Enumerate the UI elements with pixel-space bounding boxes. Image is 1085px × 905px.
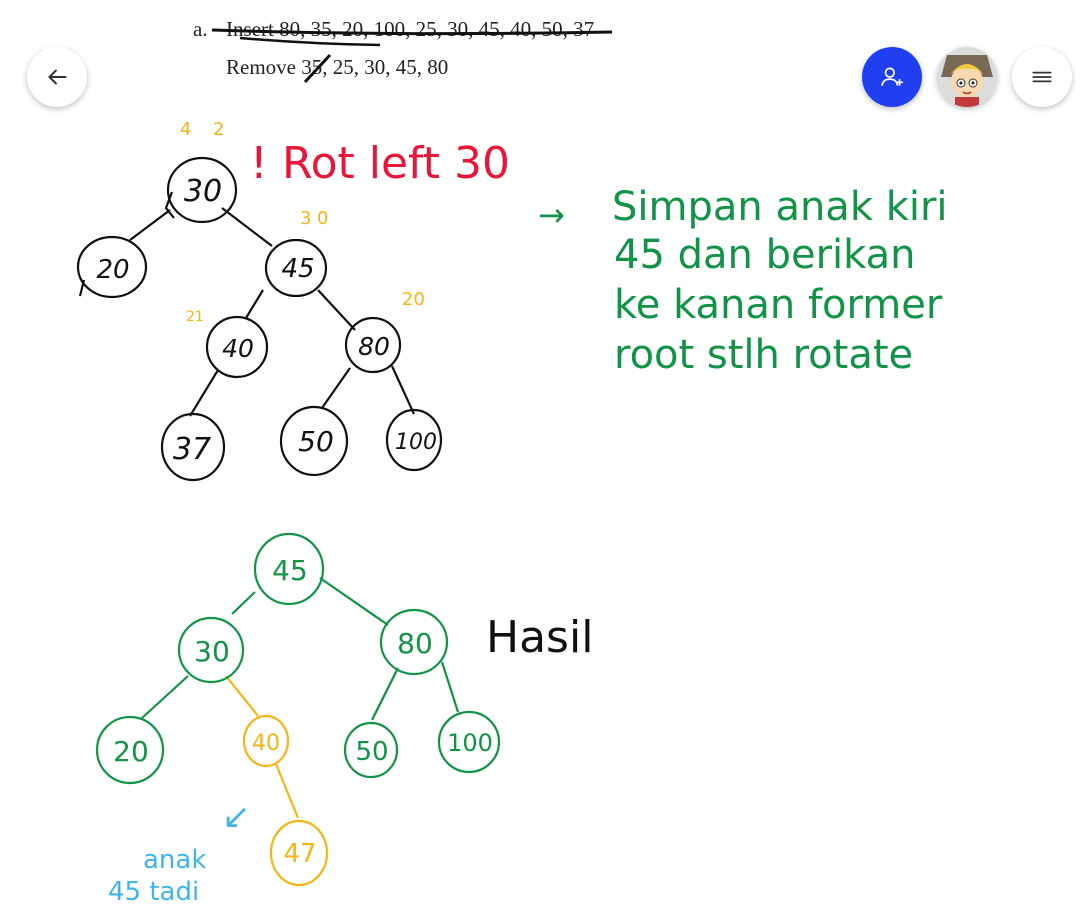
- strikethrough-underline: [239, 36, 381, 47]
- node-20-circle: [95, 715, 165, 785]
- explanation: → Simpan anak kiri 45 dan berikan ke kan…: [538, 184, 948, 378]
- node-30-label: 30: [184, 174, 222, 209]
- node-45-label: 45: [281, 254, 314, 284]
- node-30-circle: [177, 616, 245, 684]
- strikethrough-35: [303, 53, 332, 84]
- node-20-label: 20: [96, 255, 129, 285]
- height-note-2: 2: [213, 119, 224, 140]
- node-40-circle: [205, 315, 269, 379]
- edge-80-50: [321, 367, 351, 409]
- node-50-circle: [343, 721, 399, 779]
- question-item-letter: a.: [193, 17, 208, 41]
- insert-line: Insert 80, 35, 20, 100, 25, 30, 45, 40, …: [226, 17, 594, 41]
- printed-question: a. Insert 80, 35, 20, 100, 25, 30, 45, 4…: [193, 17, 613, 84]
- explanation-line-4: root stlh rotate: [614, 332, 913, 378]
- node-45-circle: [253, 532, 325, 606]
- result-label: Hasil: [486, 612, 593, 663]
- avatar[interactable]: [937, 47, 997, 107]
- node-37-circle: [160, 412, 226, 482]
- hamburger-menu-icon: [1032, 71, 1052, 83]
- edge-80-50: [371, 667, 399, 721]
- edge-30-40: [225, 675, 259, 717]
- tree-after: [95, 532, 501, 887]
- edge-80-100: [440, 661, 460, 713]
- avatar-illustration: [937, 47, 997, 107]
- node-47-circle: [269, 819, 329, 887]
- node-50-label: 50: [355, 737, 388, 767]
- height-notes: 4 2 3 0 21 20: [180, 119, 425, 325]
- height-note-3: 3: [300, 208, 311, 229]
- node-40-circle: [242, 714, 290, 768]
- rotation-text: Rot left 30: [282, 138, 510, 189]
- menu-button[interactable]: [1012, 47, 1072, 107]
- node-80-label: 80: [397, 627, 433, 660]
- edge-40-37: [189, 369, 219, 417]
- node-45-label: 45: [272, 554, 308, 587]
- explanation-line-2: 45 dan berikan: [614, 232, 915, 278]
- height-note-20: 20: [402, 289, 425, 310]
- explanation-line-3: ke kanan former: [614, 282, 943, 328]
- node-40-label: 40: [252, 731, 280, 756]
- node-45-circle: [264, 238, 328, 298]
- height-note-21: 21: [186, 309, 204, 325]
- edge-45-80: [317, 289, 356, 331]
- remove-line: Remove 35, 25, 30, 45, 80: [226, 55, 448, 79]
- side-note-line-1: anak: [143, 845, 206, 875]
- edge-30-45: [221, 207, 273, 247]
- tree-before: [76, 156, 443, 482]
- node-50-circle: [279, 405, 349, 477]
- edge-45-80: [319, 577, 389, 626]
- tree-after-labels: 45 30 80 20 40 50 100 47: [113, 554, 493, 869]
- node-20-circle: [76, 235, 148, 299]
- add-user-icon: [881, 67, 903, 86]
- arrow-left-icon: [48, 69, 67, 85]
- rotation-exclamation: !: [250, 138, 268, 189]
- side-note: ↙ anak 45 tadi: [108, 797, 251, 905]
- node-80-circle: [379, 608, 449, 676]
- height-note-4: 4: [180, 119, 191, 140]
- node-80-circle: [344, 316, 402, 374]
- side-note-arrow: ↙: [222, 797, 251, 837]
- node-40-label: 40: [222, 334, 254, 363]
- back-button[interactable]: [27, 47, 87, 107]
- node-30-label: 30: [194, 635, 230, 668]
- edge-80-100: [391, 365, 415, 415]
- node-100-label: 100: [447, 729, 493, 757]
- node-80-label: 80: [358, 332, 390, 361]
- edge-40-47: [274, 763, 300, 819]
- node-50-label: 50: [298, 425, 334, 458]
- node-20-label: 20: [113, 735, 149, 768]
- edge-45-40: [245, 289, 264, 319]
- height-note-0: 0: [317, 208, 328, 229]
- explanation-arrow: →: [538, 196, 565, 234]
- edge-45-30: [231, 591, 256, 615]
- strikethrough-insert: [211, 28, 613, 36]
- rotation-note: ! Rot left 30: [250, 138, 510, 189]
- explanation-line-1: Simpan anak kiri: [612, 184, 948, 230]
- side-note-line-2: 45 tadi: [108, 877, 199, 905]
- node-37-label: 37: [173, 432, 211, 467]
- node-30-circle: [166, 156, 238, 224]
- edge-30-20: [129, 209, 171, 241]
- add-user-button[interactable]: [862, 47, 922, 107]
- node-100-circle: [437, 710, 501, 774]
- edge-30-20: [141, 675, 189, 719]
- node-100-circle: [385, 408, 443, 472]
- node-100-label: 100: [395, 430, 437, 455]
- node-47-label: 47: [283, 839, 316, 869]
- node-30-tail: [164, 191, 175, 219]
- tree-before-labels: 30 20 45 40 80 37 50 100: [96, 174, 437, 467]
